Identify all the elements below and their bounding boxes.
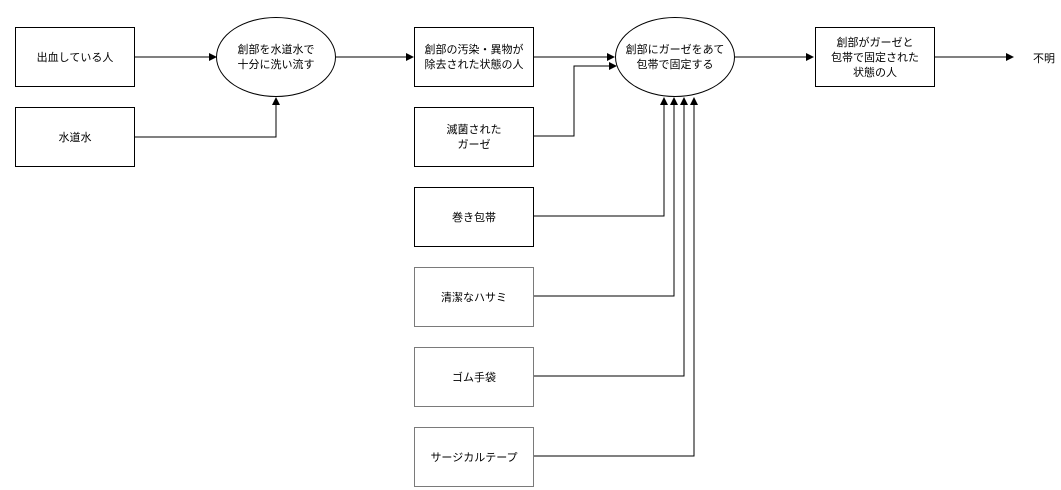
edge-water-to-wash: [135, 97, 280, 138]
node-sterile-gauze: 滅菌された ガーゼ: [414, 107, 534, 167]
node-apply-gauze: 創部にガーゼをあて 包帯で固定する: [615, 17, 735, 97]
node-tap-water: 水道水: [15, 107, 135, 167]
node-clean-scissors: 清潔なハサミ: [414, 267, 534, 327]
edge-scissors-to-apply: [533, 97, 678, 297]
node-fixed-wound: 創部がガーゼと 包帯で固定された 状態の人: [815, 27, 935, 87]
node-bleeding-person: 出血している人: [15, 27, 135, 87]
node-unknown: 不明: [1033, 52, 1055, 65]
node-rubber-gloves: ゴム手袋: [414, 347, 534, 407]
node-roller-bandage: 巻き包帯: [414, 187, 534, 247]
edge-tape-to-apply: [533, 97, 698, 457]
edge-gloves-to-apply: [533, 97, 688, 377]
node-surgical-tape: サージカルテープ: [414, 427, 534, 487]
edge-bandage-to-apply: [533, 97, 668, 217]
edge-gauze-to-apply: [533, 62, 617, 137]
node-wash-wound: 創部を水道水で 十分に洗い流す: [216, 17, 336, 97]
node-cleaned-wound: 創部の汚染・異物が 除去された状態の人: [414, 27, 534, 87]
